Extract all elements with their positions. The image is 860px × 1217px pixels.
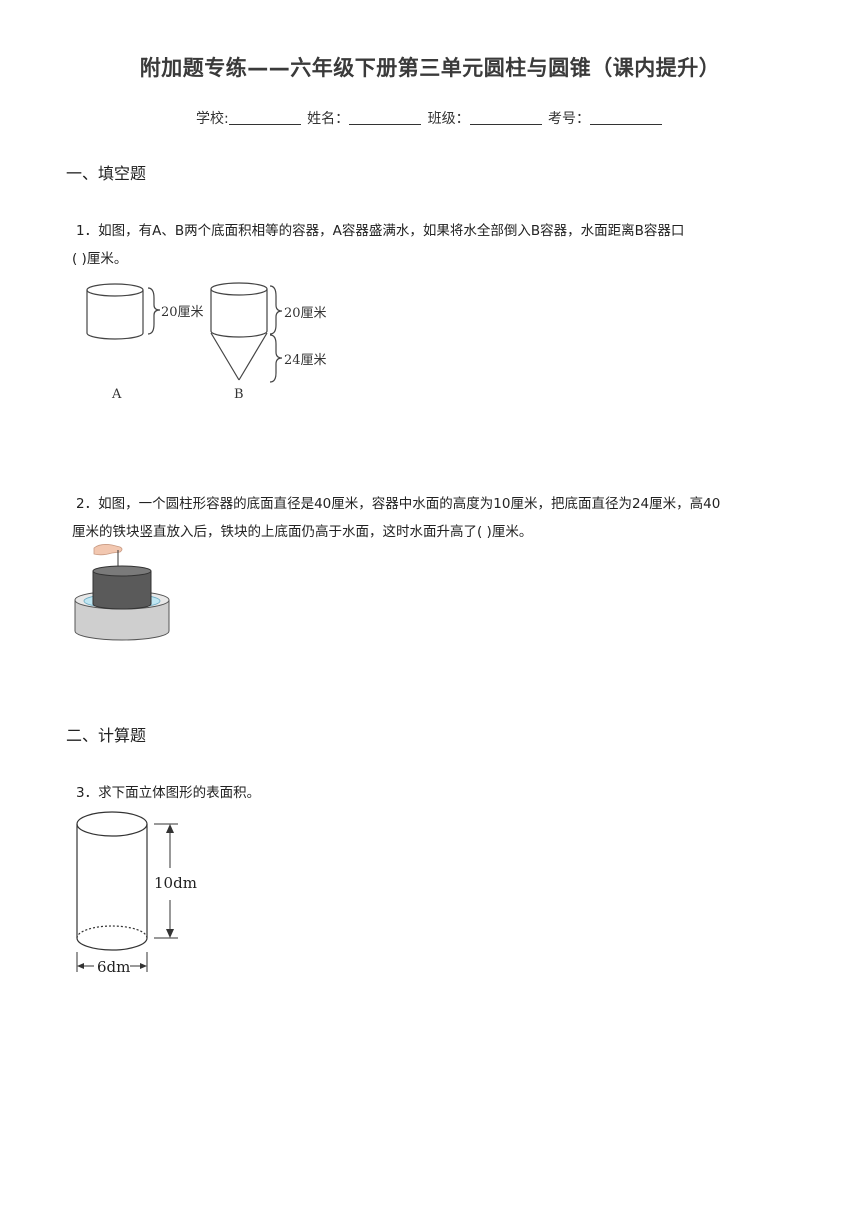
question-1-figure: 20厘米 20厘米 24厘米 A B bbox=[86, 282, 327, 402]
section-heading-fill-in: 一、填空题 bbox=[66, 164, 147, 183]
question-1: 1．如图，有A、B两个底面积相等的容器，A容器盛满水，如果将水全部倒入B容器，水… bbox=[72, 217, 796, 273]
container-b-top bbox=[210, 282, 268, 296]
name-blank[interactable] bbox=[349, 110, 422, 125]
school-blank[interactable] bbox=[228, 110, 301, 125]
section-heading-calculation: 二、计算题 bbox=[66, 726, 147, 745]
page-title: 附加题专练——六年级下册第三单元圆柱与圆锥（课内提升） bbox=[139, 56, 721, 80]
brace-b-cone bbox=[269, 334, 283, 383]
exam-no-label: 考号： bbox=[548, 111, 591, 127]
iron-block bbox=[92, 571, 152, 610]
question-2-number: 2． bbox=[76, 496, 99, 512]
class-label: 班级： bbox=[427, 111, 470, 127]
diameter-label: 6dm bbox=[97, 958, 130, 976]
exam-no-blank[interactable] bbox=[590, 110, 663, 125]
question-3-number: 3． bbox=[76, 785, 99, 801]
question-3: 3．求下面立体图形的表面积。 bbox=[76, 779, 796, 807]
question-1-number: 1． bbox=[76, 223, 99, 239]
label-a-height: 20厘米 bbox=[161, 305, 204, 320]
cylinder-top bbox=[76, 811, 148, 837]
question-2-text: 如图，一个圆柱形容器的底面直径是40厘米，容器中水面的高度为10厘米，把底面直径… bbox=[98, 496, 721, 512]
question-1-text-cont: ( )厘米。 bbox=[72, 251, 128, 267]
label-b-cone-height: 24厘米 bbox=[284, 353, 327, 368]
question-1-text: 如图，有A、B两个底面积相等的容器，A容器盛满水，如果将水全部倒入B容器，水面距… bbox=[98, 223, 685, 239]
question-3-figure: 10dm 6dm bbox=[76, 811, 197, 976]
hand-icon bbox=[93, 544, 123, 556]
height-label: 10dm bbox=[154, 874, 197, 892]
container-a-top bbox=[86, 283, 144, 297]
question-2-figure bbox=[74, 544, 170, 641]
question-2-text-cont: 厘米的铁块竖直放入后，铁块的上底面仍高于水面，这时水面升高了( )厘米。 bbox=[72, 524, 533, 540]
label-b: B bbox=[234, 387, 244, 402]
outer-container bbox=[74, 600, 170, 641]
label-b-cyl-height: 20厘米 bbox=[284, 306, 327, 321]
brace-b-cylinder bbox=[269, 285, 283, 335]
class-blank[interactable] bbox=[469, 110, 542, 125]
question-2: 2．如图，一个圆柱形容器的底面直径是40厘米，容器中水面的高度为10厘米，把底面… bbox=[72, 490, 796, 546]
name-label: 姓名： bbox=[307, 111, 350, 127]
student-info-line: 学校: 姓名： 班级： 考号： bbox=[0, 108, 860, 128]
school-label: 学校: bbox=[195, 111, 229, 127]
label-a: A bbox=[111, 387, 122, 402]
question-3-text: 求下面立体图形的表面积。 bbox=[98, 785, 261, 801]
brace-a bbox=[147, 287, 161, 335]
